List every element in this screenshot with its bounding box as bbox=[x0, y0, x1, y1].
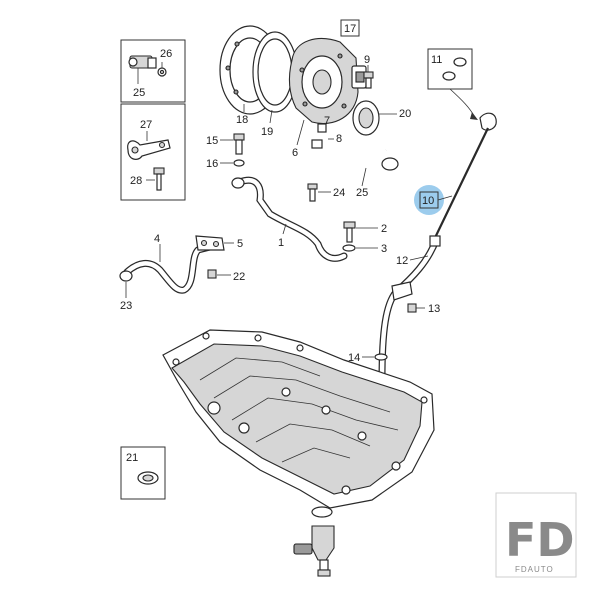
logo-letters: FD bbox=[505, 513, 575, 567]
callout-28: 28 bbox=[130, 175, 142, 187]
oil-pipe-1 bbox=[231, 176, 348, 262]
callout-2: 2 bbox=[381, 223, 387, 235]
callout-15: 15 bbox=[206, 135, 218, 147]
callout-19: 19 bbox=[261, 126, 273, 138]
callout-20: 20 bbox=[399, 108, 411, 120]
callout-16: 16 bbox=[206, 158, 218, 170]
dipstick-10 bbox=[431, 112, 497, 245]
suction-pipe-25 bbox=[311, 139, 399, 171]
callout-25b: 25 bbox=[356, 187, 368, 199]
o-ring-14 bbox=[374, 353, 388, 361]
bolt-9 bbox=[363, 71, 374, 89]
inset-box-25-26 bbox=[120, 39, 186, 103]
callout-24: 24 bbox=[333, 187, 345, 199]
fitting-25 bbox=[128, 55, 157, 69]
callout-18: 18 bbox=[236, 114, 248, 126]
callout-1: 1 bbox=[278, 237, 284, 249]
callout-21: 21 bbox=[126, 452, 138, 464]
callout-25: 25 bbox=[133, 87, 145, 99]
callout-7: 7 bbox=[324, 115, 330, 127]
logo-subtitle: FDAUTO bbox=[515, 565, 554, 574]
bolt-24 bbox=[307, 183, 318, 202]
pump-housing-6 bbox=[288, 38, 367, 124]
callout-10: 10 bbox=[422, 195, 434, 207]
bolt-28 bbox=[153, 167, 165, 191]
bolt-2 bbox=[343, 221, 356, 243]
callout-9: 9 bbox=[364, 54, 370, 66]
bolt-15 bbox=[233, 133, 245, 155]
brand-logo: FD FDAUTO bbox=[495, 492, 577, 578]
callout-14: 14 bbox=[348, 352, 360, 364]
callout-4: 4 bbox=[154, 233, 160, 245]
oil-pipe-4 bbox=[123, 242, 218, 294]
callout-17: 17 bbox=[344, 23, 356, 35]
seal-21 bbox=[137, 471, 159, 485]
callout-11: 11 bbox=[431, 54, 442, 66]
callout-13: 13 bbox=[428, 303, 440, 315]
callout-8: 8 bbox=[336, 133, 342, 145]
callout-27: 27 bbox=[140, 119, 152, 131]
callout-5: 5 bbox=[237, 238, 243, 250]
inset-box-21 bbox=[120, 446, 166, 500]
plug-23 bbox=[119, 270, 133, 282]
washer-3 bbox=[342, 244, 356, 252]
callout-23: 23 bbox=[120, 300, 132, 312]
callout-12: 12 bbox=[396, 255, 408, 267]
pin-7 bbox=[317, 123, 327, 133]
inset-box-27-28 bbox=[120, 103, 186, 201]
seal-ring-20 bbox=[352, 100, 380, 136]
bracket-27 bbox=[127, 139, 171, 160]
washer-26 bbox=[157, 67, 167, 77]
bracket-5 bbox=[195, 235, 225, 251]
guide-tube-12 bbox=[378, 235, 441, 384]
oil-pan bbox=[162, 329, 435, 509]
oil-level-sensor bbox=[293, 506, 335, 577]
box-17 bbox=[340, 19, 360, 37]
o-rings-11 bbox=[442, 57, 467, 81]
callout-3: 3 bbox=[381, 243, 387, 255]
callout-6: 6 bbox=[292, 147, 298, 159]
bolt-13 bbox=[407, 303, 417, 313]
callout-22: 22 bbox=[233, 271, 245, 283]
bolt-22 bbox=[207, 269, 217, 279]
washer-16 bbox=[233, 159, 245, 167]
callout-26: 26 bbox=[160, 48, 172, 60]
